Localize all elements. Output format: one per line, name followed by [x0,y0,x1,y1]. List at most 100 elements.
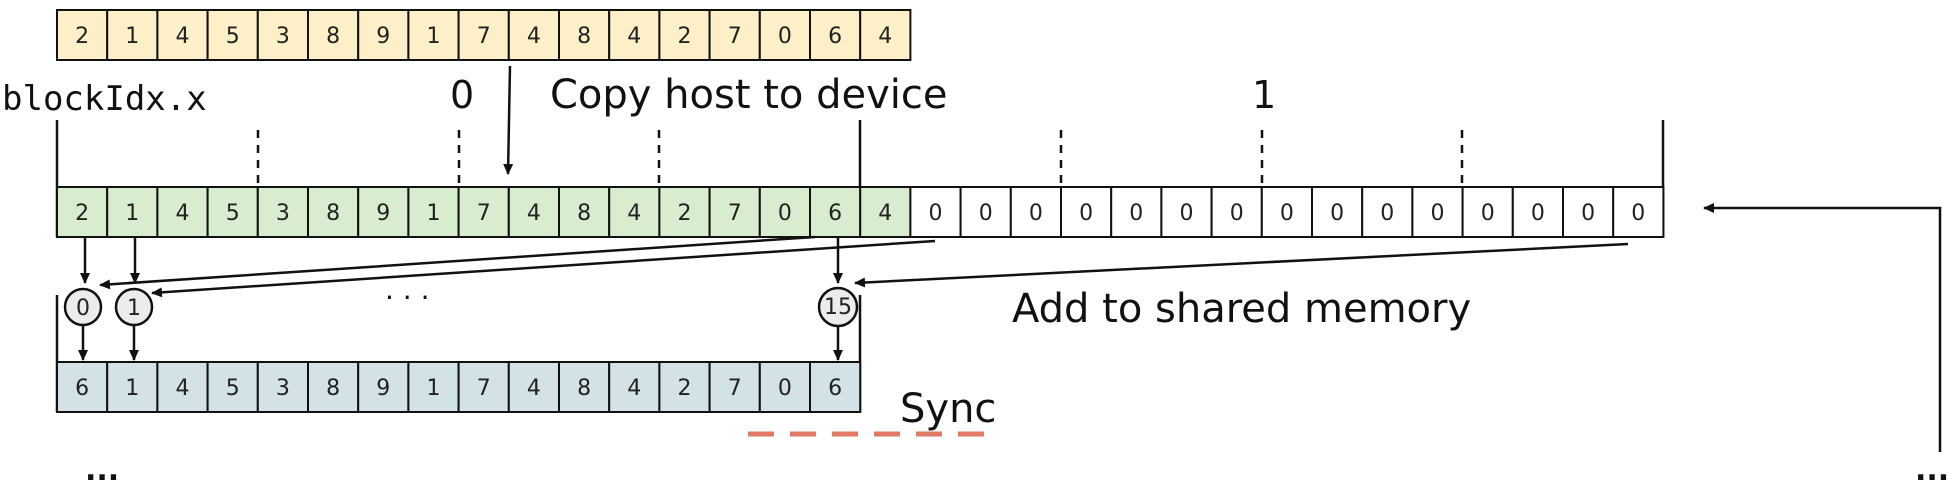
device-cell-value: 2 [678,201,692,226]
thread-ellipsis: · · · [385,281,430,314]
host-cell-value: 2 [678,24,692,49]
shared-cell-value: 6 [828,376,842,401]
shared-cell-value: 8 [326,376,340,401]
shared-cell-value: 1 [427,376,441,401]
block-1-label: 1 [1252,73,1276,117]
host-cell [608,9,661,61]
left-ellipsis: ... [85,453,119,488]
device-cell [1361,186,1414,238]
shared-cell [708,361,761,413]
host-cell [658,9,711,61]
shared-cell [357,361,410,413]
host-cell-value: 3 [276,24,290,49]
device-cell-value: 0 [1380,201,1394,226]
device-cell-value: 1 [125,201,139,226]
device-cell-value: 0 [1280,201,1294,226]
device-cell [106,186,159,238]
device-cell-value: 0 [1079,201,1093,226]
device-cell-value: 8 [326,201,340,226]
device-cell-value: 0 [929,201,943,226]
thread-0: 0 [63,287,103,327]
device-cell [1060,186,1113,238]
host-cell [307,9,360,61]
thread-1-label: 1 [127,296,141,321]
device-cell-value: 0 [979,201,993,226]
host-cell-value: 8 [577,24,591,49]
shared-cell-value: 5 [226,376,240,401]
copy-arrow [503,65,514,175]
device-cell-value: 0 [1180,201,1194,226]
host-cell-value: 5 [226,24,240,49]
shared-cell-value: 3 [276,376,290,401]
host-cell-value: 2 [75,24,89,49]
host-cell-value: 6 [828,24,842,49]
device-cell [608,186,661,238]
host-cell-value: 4 [527,24,541,49]
host-cell [708,9,761,61]
shared-cell [106,361,159,413]
shared-cell-value: 2 [678,376,692,401]
sync-label: Sync [900,386,996,432]
shared-cell-value: 1 [125,376,139,401]
shared-cell-value: 4 [527,376,541,401]
add-label: Add to shared memory [1012,286,1471,332]
host-cell-value: 9 [376,24,390,49]
host-cell [507,9,560,61]
host-cell-value: 4 [176,24,190,49]
device-cell-value: 0 [1029,201,1043,226]
shared-cell-value: 7 [728,376,742,401]
device-cell-value: 5 [226,201,240,226]
device-cell-value: 4 [176,201,190,226]
shared-cell-value: 9 [376,376,390,401]
device-cell-value: 9 [376,201,390,226]
right-ellipsis: ... [1915,453,1949,488]
device-cell [1612,186,1665,238]
thread-0-label: 0 [76,296,90,321]
device-cell [1511,186,1565,238]
block-0-label: 0 [450,73,474,117]
device-cell-value: 0 [1431,201,1445,226]
shared-cell-value: 4 [176,376,190,401]
thread-15-label: 15 [824,295,852,320]
device-cell-value: 0 [1230,201,1244,226]
host-cell [357,9,410,61]
host-cell-value: 8 [326,24,340,49]
shared-cell [558,361,611,413]
device-cell-value: 0 [1531,201,1545,226]
device-cell-value: 1 [427,201,441,226]
device-cell [457,186,510,238]
warp-dividers [256,130,1464,186]
shared-cell-value: 0 [778,376,792,401]
thread-1: 1 [114,287,154,327]
host-cell [156,9,209,61]
copy-label: Copy host to device [550,72,948,118]
host-cell-value: 1 [125,24,139,49]
device-cell-value: 3 [276,201,290,226]
host-cell-value: 7 [477,24,491,49]
loop-arrow [1703,203,1942,213]
device-cell-value: 0 [778,201,792,226]
device-cell-value: 4 [627,201,641,226]
shared-cell-value: 6 [75,376,89,401]
device-cell-value: 0 [1481,201,1495,226]
shared-cell [507,361,560,413]
device-cell [56,186,109,238]
device-cell [558,186,611,238]
device-cell [758,186,811,238]
thread-to-shared-arrows [78,326,843,361]
host-cell-value: 7 [728,24,742,49]
shared-cell [608,361,661,413]
shared-cell [206,361,259,413]
device-cell [1411,186,1464,238]
host-cell [56,9,109,61]
device-to-thread-arrows [80,235,1629,298]
host-cell-value: 4 [627,24,641,49]
shared-cell-value: 8 [577,376,591,401]
host-cell [809,9,862,61]
host-cell [407,9,460,61]
shared-cell [658,361,711,413]
device-cell [206,186,259,238]
